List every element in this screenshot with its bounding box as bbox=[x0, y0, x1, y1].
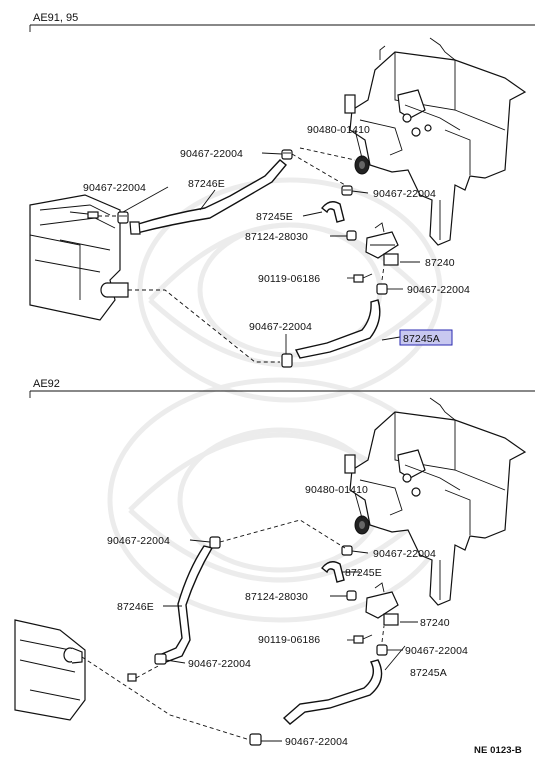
drawing-code: NE 0123-B bbox=[474, 745, 522, 756]
label-87124-28030: 87124-28030 bbox=[245, 231, 308, 243]
clamp-bottom-lowerleft bbox=[249, 733, 262, 746]
dash-top-4 bbox=[381, 265, 385, 281]
label-90467-22004: 90467-22004 bbox=[405, 645, 468, 657]
label-90480-01410: 90480-01410 bbox=[307, 124, 370, 136]
clamp-top-mid bbox=[341, 185, 353, 196]
label-87245e: 87245E bbox=[256, 211, 293, 223]
bracket-87124-bottom bbox=[346, 590, 357, 601]
heater-unit-top bbox=[344, 37, 527, 246]
hose-87246e-bottom bbox=[161, 545, 214, 663]
hose-87245e-bottom bbox=[321, 561, 345, 583]
label-90480-01410: 90480-01410 bbox=[305, 484, 368, 496]
clamp-bottom-lower bbox=[376, 644, 388, 656]
dash-top-2 bbox=[291, 153, 346, 186]
hose-87246e-top bbox=[134, 159, 287, 234]
clamp-bottom-upperleft bbox=[209, 536, 221, 549]
hose-87245a-top bbox=[294, 299, 381, 359]
gasket-top bbox=[354, 155, 370, 175]
gasket-bottom bbox=[354, 515, 370, 535]
clamp-top-upper bbox=[281, 149, 293, 160]
section-ae92: AE92 bbox=[14, 378, 535, 748]
clamp-top-left bbox=[117, 211, 129, 224]
bolt-top-left bbox=[69, 211, 99, 219]
engine-block-bottom bbox=[14, 619, 137, 721]
label-87240: 87240 bbox=[425, 257, 455, 269]
dash-bottom-1 bbox=[81, 656, 251, 741]
dash-bottom-3 bbox=[135, 664, 161, 679]
label-90467-22004: 90467-22004 bbox=[180, 148, 243, 160]
section-title-ae92: AE92 bbox=[33, 378, 60, 390]
dash-bottom-4 bbox=[381, 625, 385, 643]
label-90467-22004: 90467-22004 bbox=[285, 736, 348, 748]
label-90467-22004: 90467-22004 bbox=[249, 321, 312, 333]
valve-87240-bottom bbox=[365, 582, 399, 626]
clamp-bottom-mid bbox=[341, 545, 353, 556]
label-87246e: 87246E bbox=[188, 178, 225, 190]
heater-unit-bottom bbox=[344, 397, 527, 606]
label-87245e: 87245E bbox=[345, 567, 382, 579]
bracket-87124-top bbox=[346, 230, 357, 241]
dash-top-3 bbox=[299, 147, 356, 161]
section-title-ae91-95: AE91, 95 bbox=[33, 12, 78, 24]
label-90467-22004: 90467-22004 bbox=[373, 188, 436, 200]
highlight-87245a bbox=[399, 329, 453, 346]
label-87245a-highlighted: 87245A bbox=[403, 333, 440, 345]
label-90119-06186: 90119-06186 bbox=[258, 273, 320, 285]
dash-bottom-2 bbox=[219, 519, 346, 549]
label-90467-22004: 90467-22004 bbox=[407, 284, 470, 296]
label-87124-28030: 87124-28030 bbox=[245, 591, 308, 603]
label-87245a: 87245A bbox=[410, 667, 447, 679]
hose-87245e-top bbox=[321, 201, 345, 223]
section-ae91-95: AE91, 95 bbox=[29, 12, 535, 368]
clamp-bottom-left bbox=[154, 653, 167, 665]
label-90467-22004: 90467-22004 bbox=[188, 658, 251, 670]
label-90119-06186: 90119-06186 bbox=[258, 634, 320, 646]
label-87246e: 87246E bbox=[117, 601, 154, 613]
label-90467-22004: 90467-22004 bbox=[107, 535, 170, 547]
dash-top-1 bbox=[128, 289, 280, 363]
clamp-top-lower bbox=[376, 283, 388, 295]
label-90467-22004: 90467-22004 bbox=[83, 182, 146, 194]
bolt-90119-top bbox=[353, 273, 373, 283]
label-87240: 87240 bbox=[420, 617, 450, 629]
valve-87240-top bbox=[365, 222, 399, 266]
engine-block-top bbox=[29, 194, 129, 321]
label-90467-22004: 90467-22004 bbox=[373, 548, 436, 560]
bolt-90119-bottom bbox=[353, 634, 373, 644]
clamp-top-lowerleft bbox=[281, 353, 293, 368]
hose-87245a-bottom bbox=[282, 659, 383, 725]
